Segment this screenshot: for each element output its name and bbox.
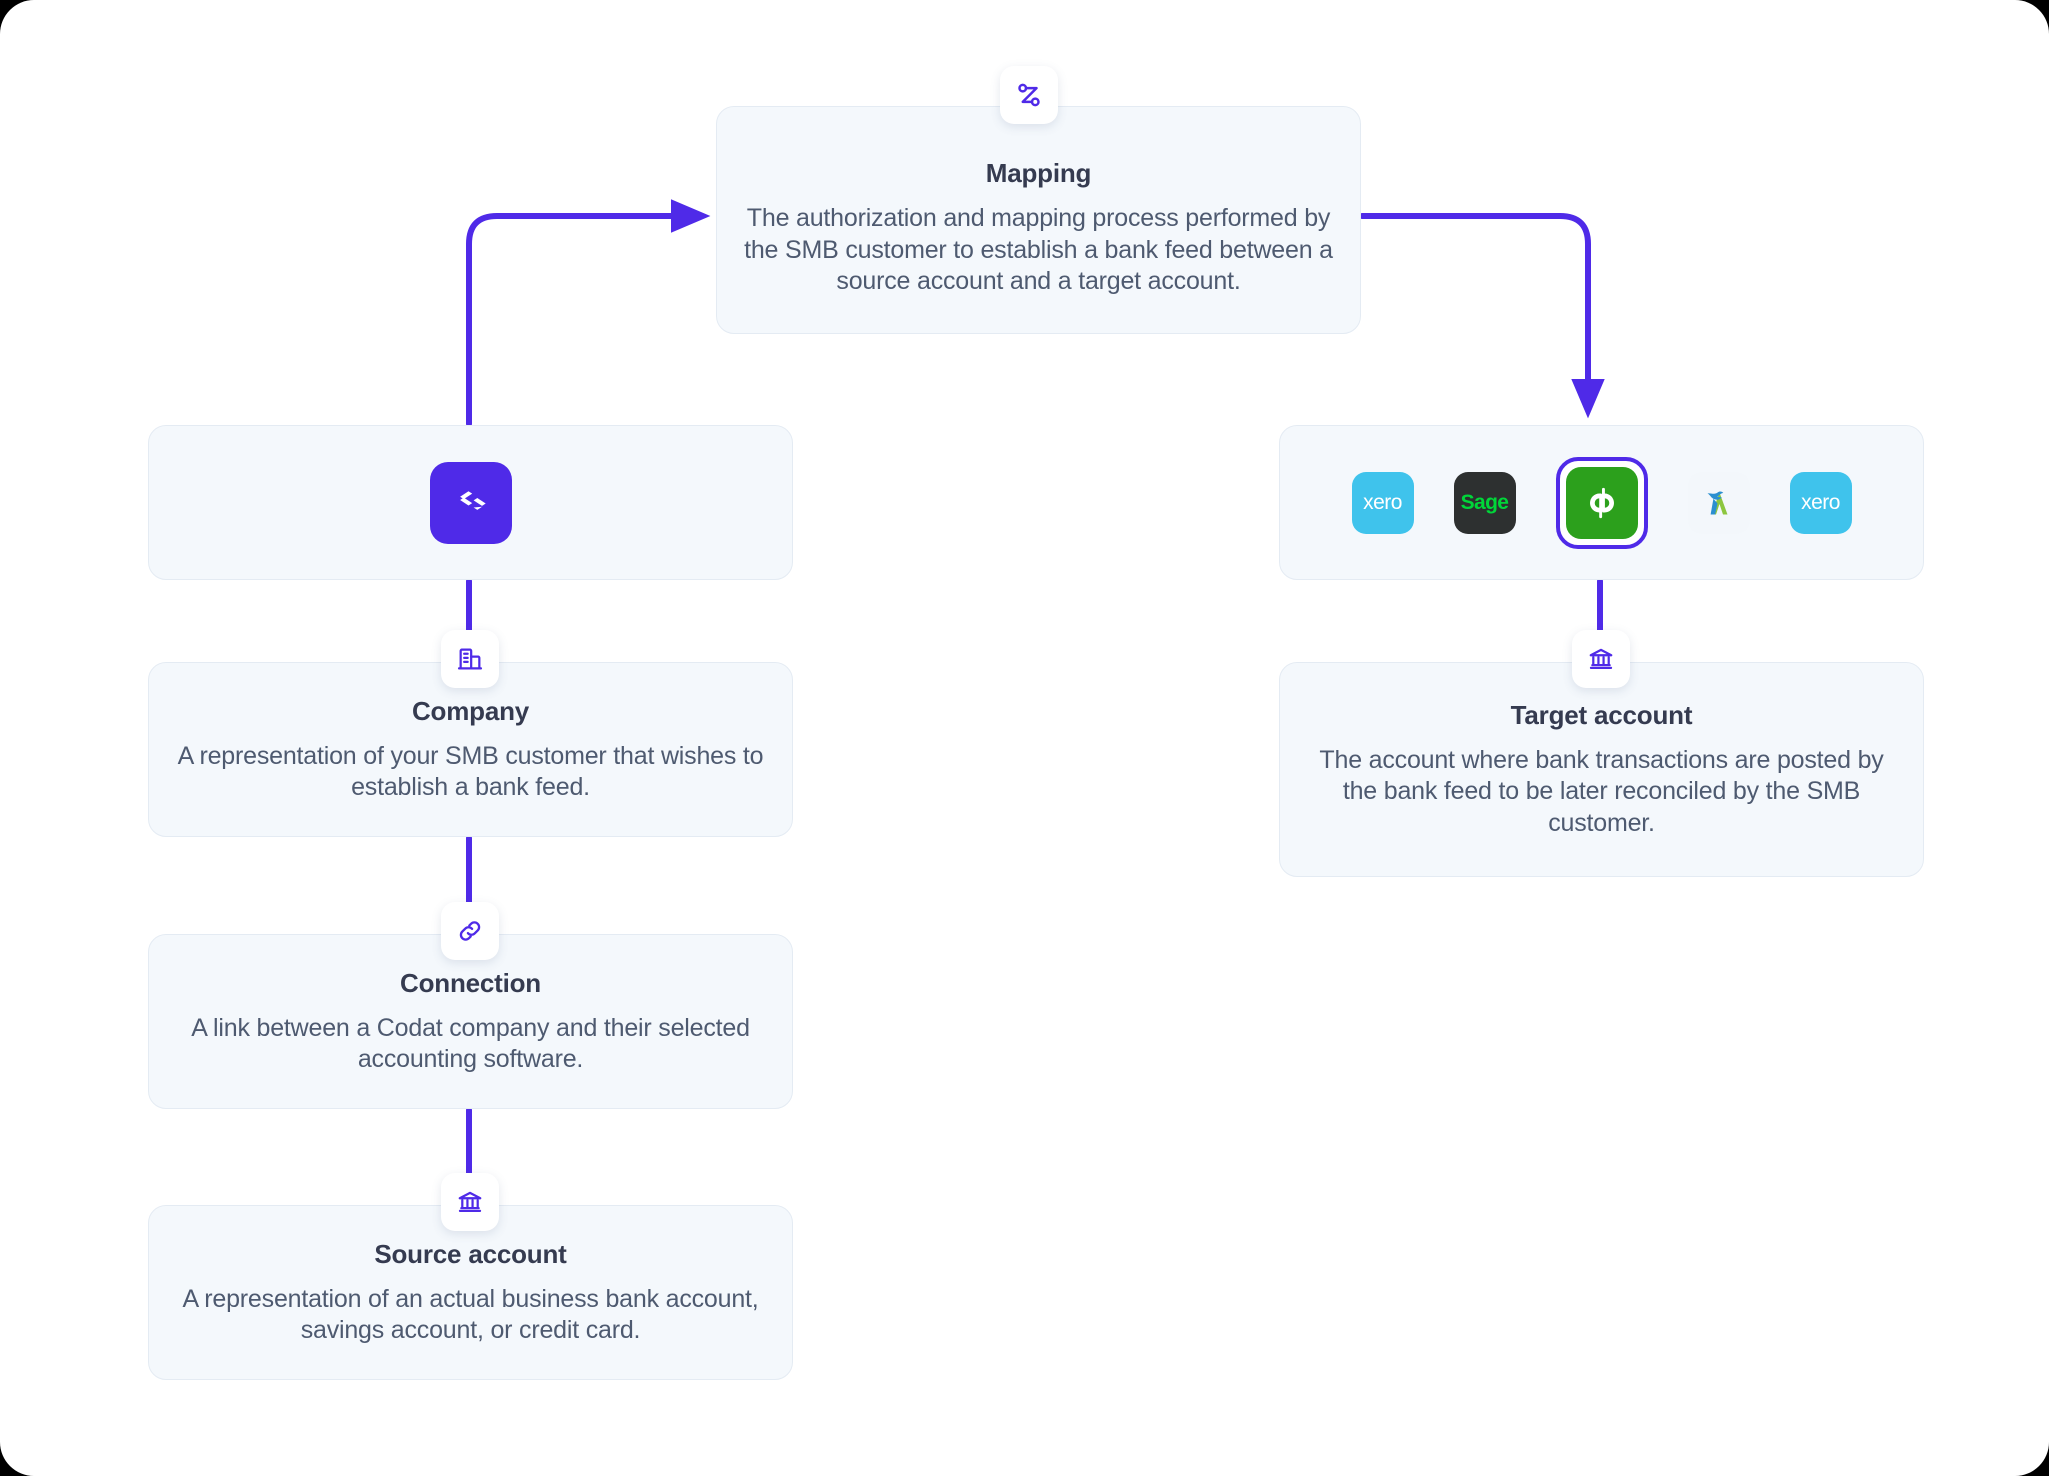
card-target-account-title: Target account <box>1510 699 1693 730</box>
office-building-icon <box>441 630 499 688</box>
card-company: Company A representation of your SMB cus… <box>148 662 793 837</box>
card-mapping-description: The authorization and mapping process pe… <box>744 204 1333 296</box>
card-source-account-title: Source account <box>374 1238 567 1269</box>
card-target-account: Target account The account where bank tr… <box>1279 662 1924 877</box>
connector-mapping-to-software <box>1359 213 1605 419</box>
software-logo-sage-label: Sage <box>1460 490 1509 514</box>
software-logo-xero-label: xero <box>1363 490 1402 514</box>
card-company-title: Company <box>411 695 530 726</box>
card-connection: Connection A link between a Codat compan… <box>148 934 793 1109</box>
software-logo-xero[interactable]: xero <box>1351 471 1414 534</box>
connector-platform-to-mapping <box>466 199 711 427</box>
link-chain-icon <box>441 902 499 960</box>
software-logo-xero-2-label: xero <box>1801 490 1840 514</box>
software-logo-quickbooks-selected[interactable] <box>1555 456 1648 549</box>
software-logo-freeagent[interactable] <box>1687 471 1750 534</box>
card-source-account-description: A representation of an actual business b… <box>182 1284 759 1345</box>
card-company-description: A representation of your SMB customer th… <box>177 741 764 802</box>
software-logo-sage[interactable]: Sage <box>1453 471 1516 534</box>
card-source-account: Source account A representation of an ac… <box>148 1205 793 1380</box>
bank-icon <box>1572 630 1630 688</box>
card-accounting-software: xero Sage xero <box>1279 425 1924 580</box>
codat-logo-icon <box>429 461 512 544</box>
card-target-account-description: The account where bank transactions are … <box>1319 745 1884 837</box>
card-mapping: Mapping The authorization and mapping pr… <box>716 106 1361 334</box>
card-mapping-title: Mapping <box>985 158 1092 189</box>
software-logo-xero-2[interactable]: xero <box>1789 471 1852 534</box>
bank-icon <box>441 1173 499 1231</box>
card-codat-platform <box>148 425 793 580</box>
card-connection-description: A link between a Codat company and their… <box>191 1013 750 1074</box>
card-connection-title: Connection <box>400 967 541 998</box>
mapping-route-icon <box>1000 66 1058 124</box>
software-logo-quickbooks[interactable] <box>1565 466 1638 539</box>
